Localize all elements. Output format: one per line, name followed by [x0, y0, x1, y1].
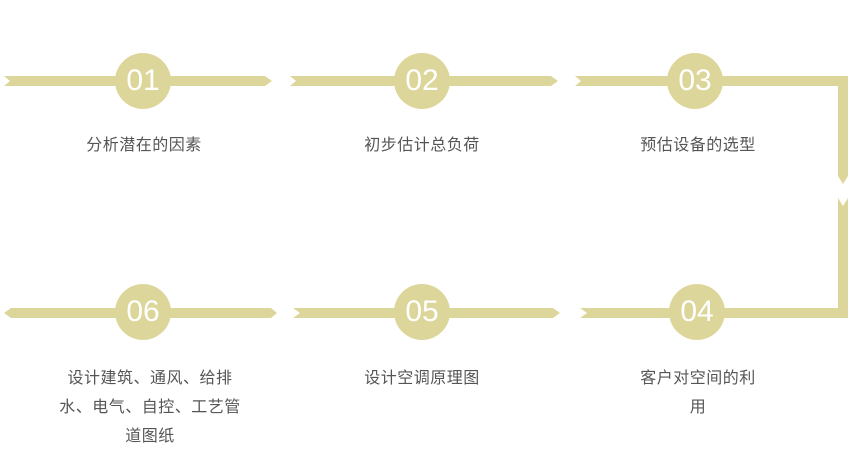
step-01-label: 分析潜在的因素 — [86, 135, 202, 154]
step-04-circle: 04 — [669, 284, 725, 340]
step-01-number: 01 — [126, 64, 160, 97]
step-02-label: 初步估计总负荷 — [364, 135, 480, 154]
step-03-label: 预估设备的选型 — [640, 135, 756, 154]
connector-right-top — [838, 76, 848, 184]
step-05-label: 设计空调原理图 — [364, 368, 480, 387]
step-05-circle: 05 — [394, 284, 450, 340]
step-01-circle: 01 — [115, 53, 171, 109]
step-04-label: 客户对空间的利 用 — [640, 368, 756, 416]
step-02-circle: 02 — [394, 53, 450, 109]
step-06-number: 06 — [126, 295, 160, 328]
connector-right-bottom — [838, 198, 848, 318]
step-05-number: 05 — [405, 295, 439, 328]
step-03-circle: 03 — [667, 53, 723, 109]
step-03-number: 03 — [678, 64, 712, 97]
step-06-label: 设计建筑、通风、给排 水、电气、自控、工艺管 道图纸 — [59, 368, 241, 445]
step-04-number: 04 — [680, 295, 714, 328]
step-02-number: 02 — [405, 64, 439, 97]
step-06-circle: 06 — [115, 284, 171, 340]
